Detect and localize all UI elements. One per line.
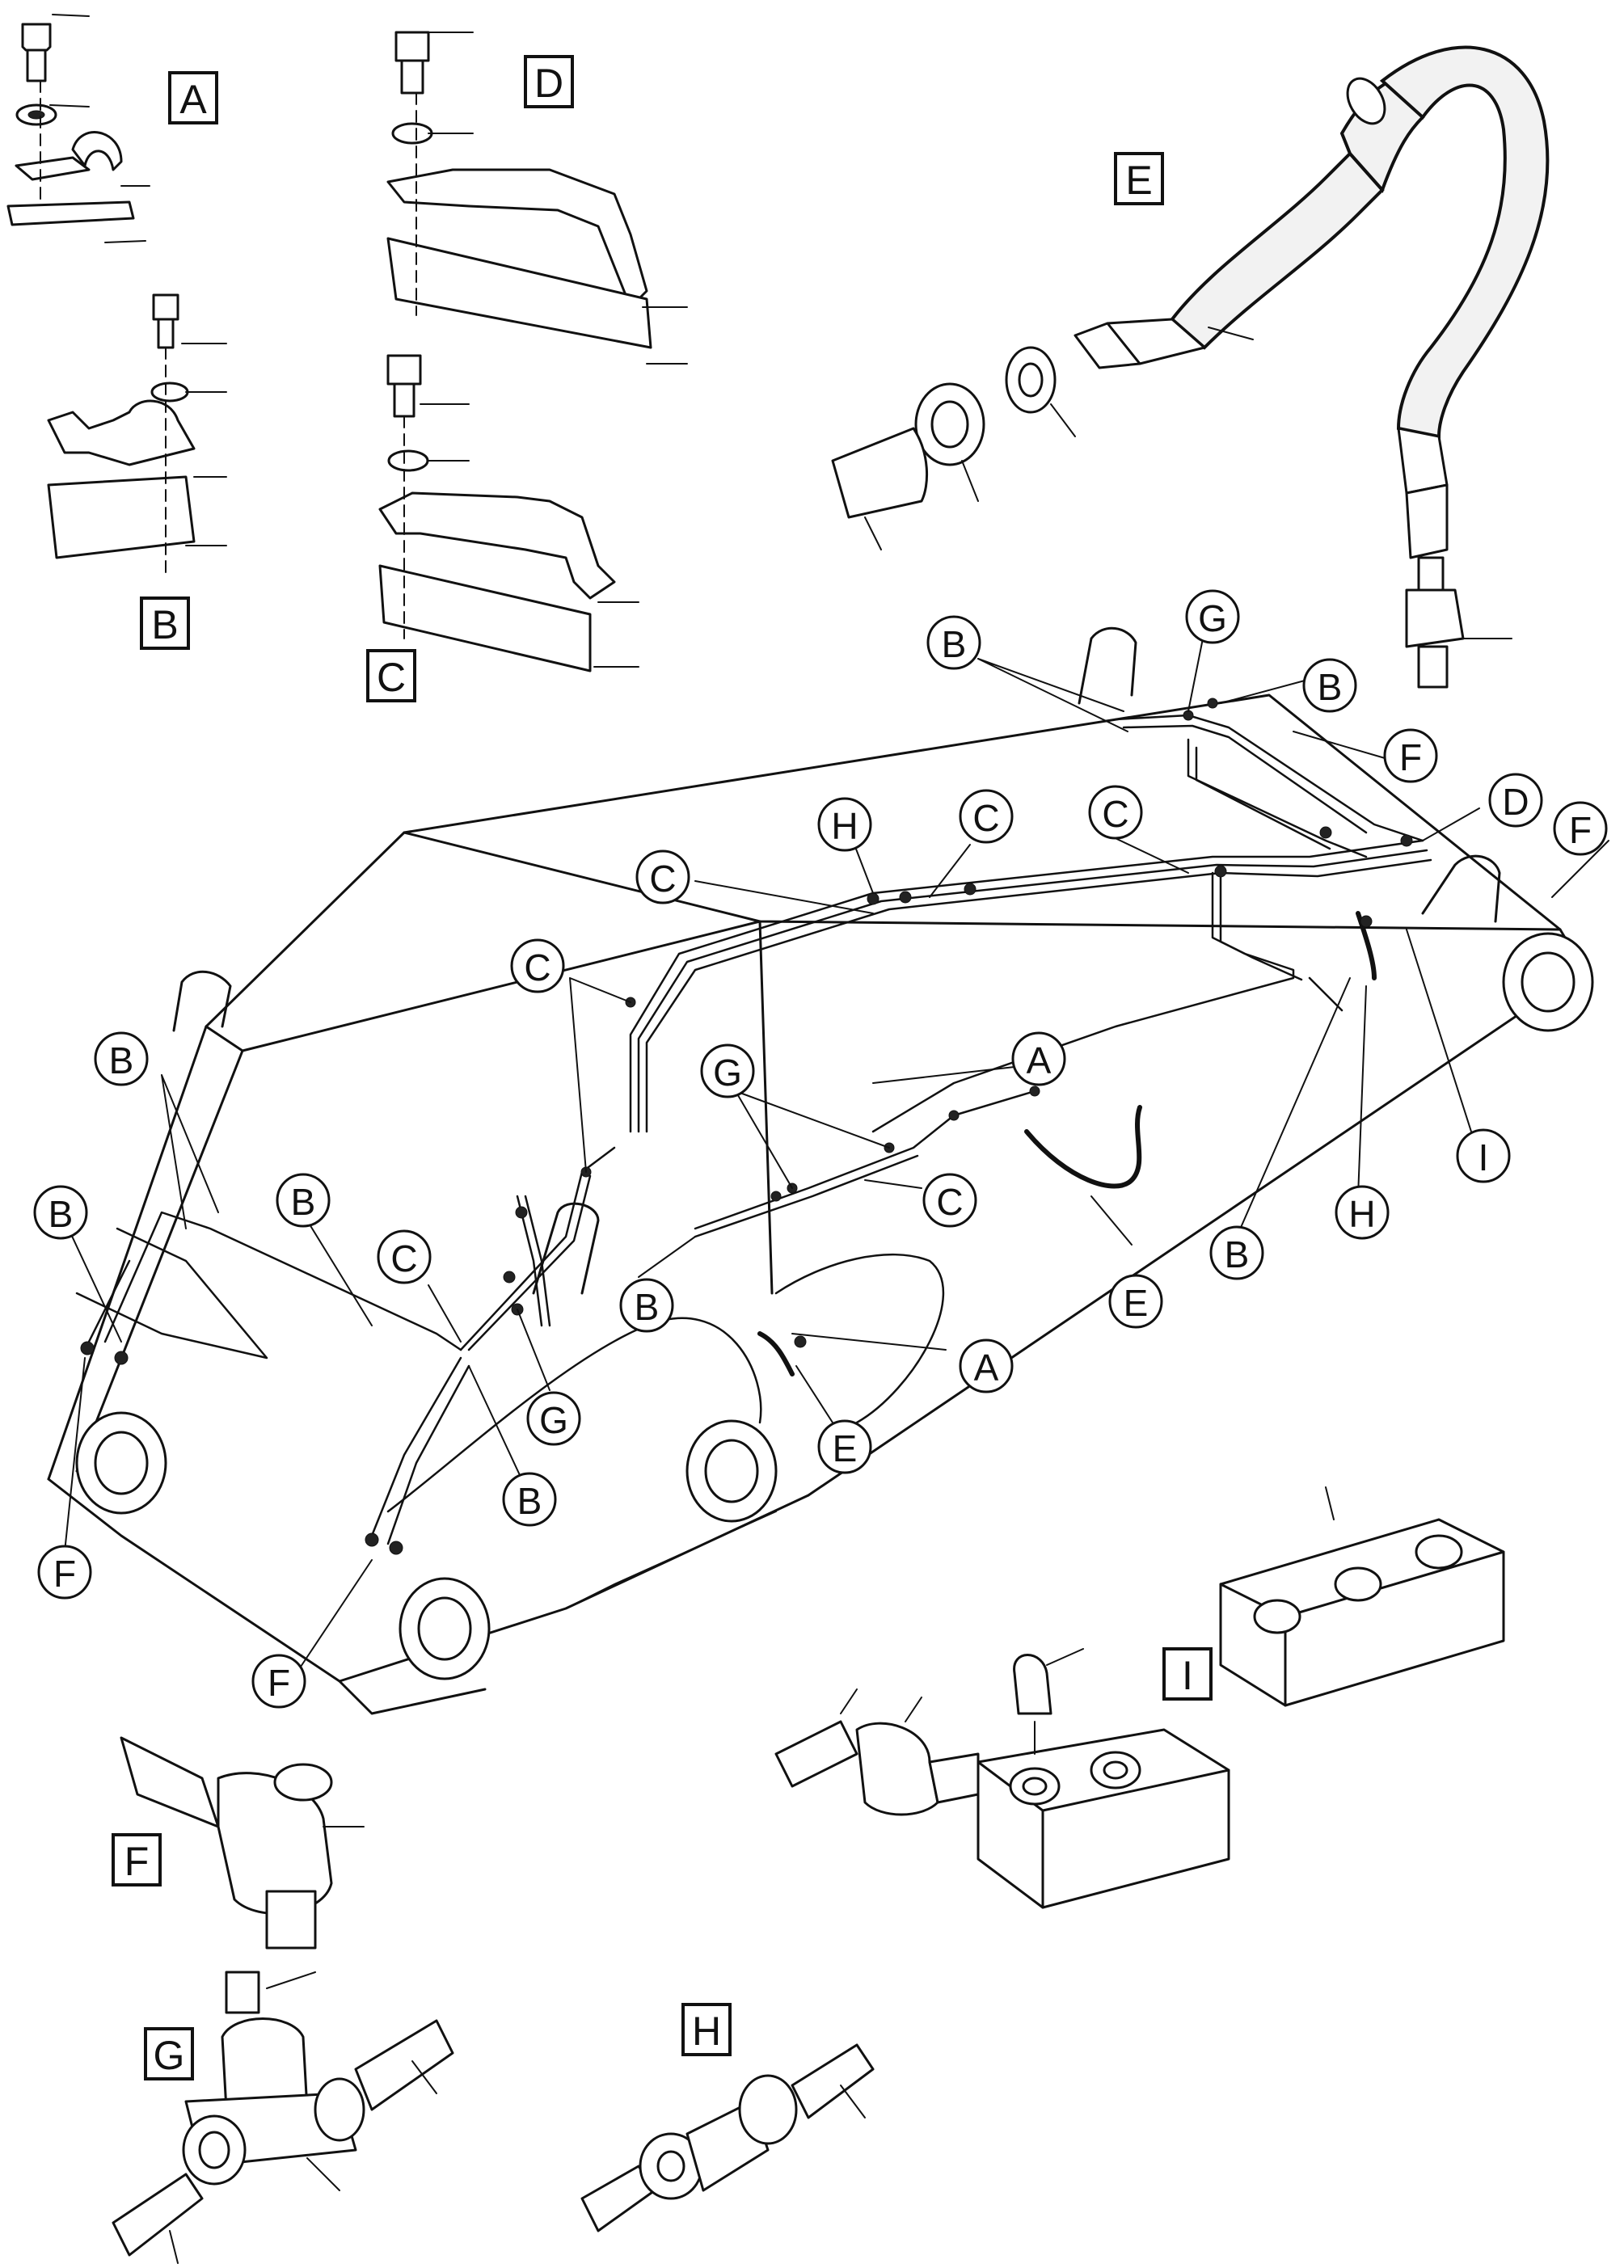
- callout-f-left: F: [37, 1545, 92, 1600]
- svg-text:A: A: [1027, 1039, 1052, 1081]
- svg-text:E: E: [1124, 1282, 1149, 1324]
- detail-label-h: H: [692, 2009, 721, 2054]
- detail-box-g: G: [144, 2027, 194, 2080]
- detail-b-clamp: [47, 293, 227, 579]
- svg-text:F: F: [53, 1553, 76, 1595]
- callout-c-left: C: [377, 1229, 432, 1284]
- svg-text:G: G: [539, 1399, 568, 1441]
- svg-text:H: H: [831, 805, 858, 847]
- callout-b-left-2: B: [33, 1185, 88, 1240]
- callout-c-mid-left: C: [510, 938, 565, 993]
- callout-b-left-1: B: [94, 1031, 149, 1086]
- callout-b-top-right: B: [1302, 658, 1357, 713]
- callout-e-lower: E: [817, 1419, 872, 1474]
- detail-label-g: G: [154, 2033, 185, 2078]
- detail-label-c: C: [377, 655, 406, 700]
- hydraulic-lines: [80, 698, 1432, 1555]
- callout-f-bottom: F: [251, 1654, 306, 1709]
- detail-box-i: I: [1162, 1647, 1213, 1701]
- detail-h-union-fitting: [580, 2043, 875, 2232]
- callout-b-right: B: [1209, 1225, 1264, 1280]
- svg-text:C: C: [972, 797, 999, 839]
- detail-label-d: D: [534, 61, 563, 106]
- svg-text:H: H: [1348, 1193, 1375, 1235]
- callout-b-left-4: B: [502, 1472, 557, 1527]
- detail-label-i: I: [1182, 1653, 1193, 1698]
- detail-g-tee-fitting: [112, 1971, 454, 2264]
- svg-text:C: C: [1102, 793, 1128, 835]
- callout-d-right: D: [1488, 773, 1543, 828]
- detail-label-e: E: [1125, 158, 1152, 203]
- detail-c-clamp: [378, 354, 639, 672]
- callout-g-top: G: [1185, 589, 1240, 644]
- svg-text:B: B: [635, 1286, 660, 1328]
- detail-label-b: B: [151, 602, 178, 647]
- boom-assembly: [47, 626, 1594, 1715]
- detail-box-h: H: [681, 2003, 732, 2056]
- svg-text:C: C: [390, 1237, 417, 1279]
- detail-box-d: D: [524, 55, 574, 108]
- detail-box-e: E: [1114, 152, 1164, 205]
- svg-text:G: G: [1198, 597, 1227, 639]
- callout-f-top: F: [1383, 728, 1438, 783]
- svg-text:F: F: [1569, 809, 1592, 851]
- callout-h-top: H: [817, 797, 872, 852]
- callout-e-mid: E: [1108, 1274, 1163, 1329]
- svg-text:D: D: [1502, 781, 1529, 823]
- svg-text:B: B: [109, 1039, 134, 1081]
- svg-text:B: B: [49, 1193, 74, 1235]
- detail-label-a: A: [179, 77, 207, 122]
- svg-text:B: B: [1225, 1233, 1250, 1275]
- callout-g-mid: G: [700, 1043, 755, 1098]
- callouts: B G B F D F C H C C C A G C I H B E B A …: [33, 589, 1608, 1709]
- leader-lines: [64, 630, 1609, 1682]
- svg-text:C: C: [936, 1181, 963, 1223]
- callout-h-right: H: [1335, 1185, 1390, 1240]
- svg-text:C: C: [524, 946, 550, 989]
- callout-c-top-b: C: [959, 789, 1014, 844]
- svg-text:I: I: [1478, 1136, 1489, 1178]
- svg-text:B: B: [942, 623, 967, 665]
- svg-text:B: B: [1318, 666, 1343, 708]
- svg-text:F: F: [1399, 736, 1422, 778]
- svg-text:B: B: [517, 1480, 542, 1522]
- callout-b-mid: B: [619, 1278, 674, 1333]
- svg-text:F: F: [268, 1662, 290, 1704]
- detail-d-clamp: [386, 31, 688, 365]
- callout-c-top-mid: C: [1088, 785, 1143, 840]
- svg-text:C: C: [649, 858, 676, 900]
- callout-b-left-3: B: [276, 1173, 331, 1228]
- callout-f-right: F: [1553, 801, 1608, 856]
- detail-i-manifold-block: [774, 1486, 1505, 1909]
- callout-c-mid: C: [922, 1173, 977, 1228]
- callout-b-top-left: B: [926, 615, 981, 670]
- svg-text:E: E: [833, 1427, 858, 1469]
- callout-a-mid: A: [1011, 1031, 1066, 1086]
- svg-text:B: B: [291, 1181, 316, 1223]
- callout-g-left: G: [526, 1391, 581, 1446]
- callout-i-right: I: [1456, 1128, 1511, 1183]
- detail-box-c: C: [366, 649, 416, 702]
- svg-text:A: A: [974, 1347, 999, 1389]
- detail-box-b: B: [140, 597, 190, 650]
- callout-c-top-left: C: [635, 849, 690, 904]
- detail-a-clamp: [6, 14, 150, 243]
- detail-f-elbow-fitting: [120, 1736, 365, 1950]
- detail-box-f: F: [112, 1833, 162, 1886]
- detail-box-a: A: [168, 71, 218, 124]
- detail-e-hose-assembly: [831, 45, 1550, 689]
- detail-label-f: F: [124, 1839, 150, 1884]
- svg-text:G: G: [713, 1052, 742, 1094]
- callout-a-lower: A: [959, 1338, 1014, 1393]
